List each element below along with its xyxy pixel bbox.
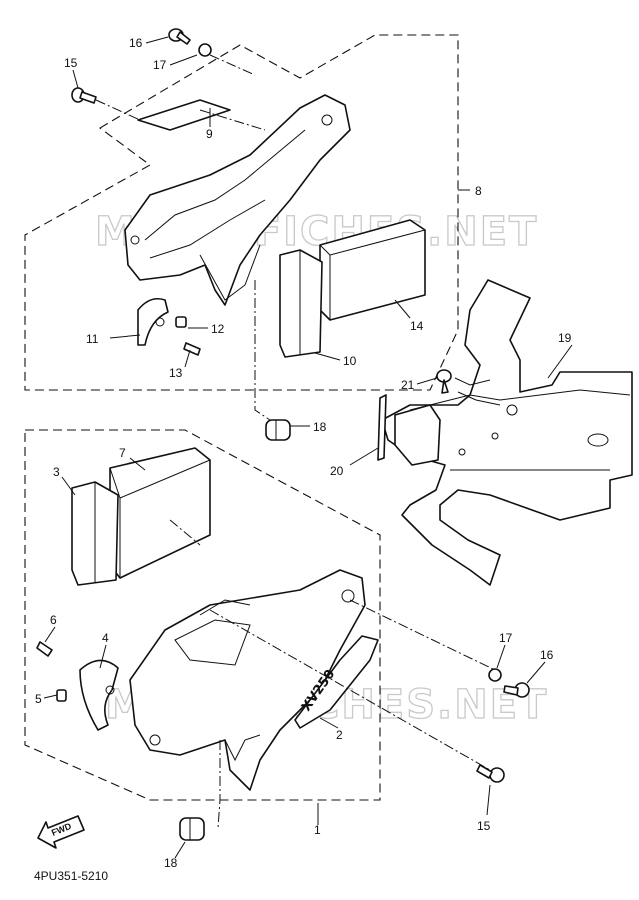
part-5-clip <box>56 689 67 702</box>
leader-9 <box>199 109 266 131</box>
callout-8: 8 <box>475 184 482 198</box>
callout-16-lower: 16 <box>540 648 554 662</box>
part-15-bolt-lower <box>476 764 505 783</box>
callout-15-upper: 15 <box>64 56 78 70</box>
leader-18-mid-line <box>254 280 271 421</box>
part-11-hole <box>155 317 165 327</box>
part-9-grommet-plate <box>137 99 231 131</box>
callout-12: 12 <box>211 322 225 336</box>
fwd-arrow <box>37 815 85 849</box>
reference-code: 4PU351-5210 <box>34 869 108 883</box>
callout-19: 19 <box>558 331 572 345</box>
part-15-bolt-upper <box>71 87 97 104</box>
part-17-washer-upper <box>198 43 212 57</box>
part-11-emblem <box>137 297 169 346</box>
part-6-screw <box>36 641 53 657</box>
leader-15-upper-line <box>95 99 141 121</box>
part-17-washer-lower <box>488 668 502 682</box>
callout-5: 5 <box>35 692 42 706</box>
callout-2: 2 <box>336 728 343 742</box>
part-16-bolt-upper <box>168 28 191 45</box>
group-outline-lower <box>24 429 381 801</box>
part-10-sponge <box>279 249 323 358</box>
part-12-clip <box>175 316 187 328</box>
part-21-screw <box>436 369 452 394</box>
part-4-hole <box>105 685 115 695</box>
part-21-leaders <box>454 377 501 406</box>
callout-16-upper: 16 <box>129 36 143 50</box>
leader-lower-washer <box>349 599 496 671</box>
callout-21: 21 <box>401 378 415 392</box>
part-20-strap <box>377 394 387 461</box>
callout-6: 6 <box>50 613 57 627</box>
callout-10: 10 <box>343 354 357 368</box>
callout-17-upper: 17 <box>153 58 167 72</box>
callout-1: 1 <box>314 823 321 837</box>
callout-20: 20 <box>330 464 344 478</box>
callout-18-lower: 18 <box>164 856 178 870</box>
part-18-grommet-mid <box>265 419 291 441</box>
callout-13: 13 <box>169 366 183 380</box>
callout-14: 14 <box>410 319 424 333</box>
callout-7: 7 <box>119 446 126 460</box>
side-cover-lower <box>129 569 366 791</box>
callout-11: 11 <box>86 332 99 346</box>
callout-4: 4 <box>102 631 109 645</box>
callout-18-mid: 18 <box>313 420 327 434</box>
part-13-screw <box>183 342 201 356</box>
callout-3: 3 <box>53 465 60 479</box>
bracket-damper <box>394 404 441 466</box>
callout-17-lower: 17 <box>499 631 513 645</box>
leader-7-line <box>169 519 201 546</box>
part-19-bracket <box>381 279 633 586</box>
callout-leaders <box>43 36 573 859</box>
callout-15-lower: 15 <box>477 819 491 833</box>
part-3-sponge <box>71 481 119 586</box>
part-7-sponge <box>109 447 211 579</box>
part-16-bolt-lower <box>503 682 530 698</box>
leader-lower-grommet <box>217 740 221 829</box>
leader-17-line <box>209 54 256 76</box>
side-cover-upper <box>124 94 351 306</box>
part-18-grommet-lower <box>179 817 205 841</box>
callout-9: 9 <box>206 127 213 141</box>
